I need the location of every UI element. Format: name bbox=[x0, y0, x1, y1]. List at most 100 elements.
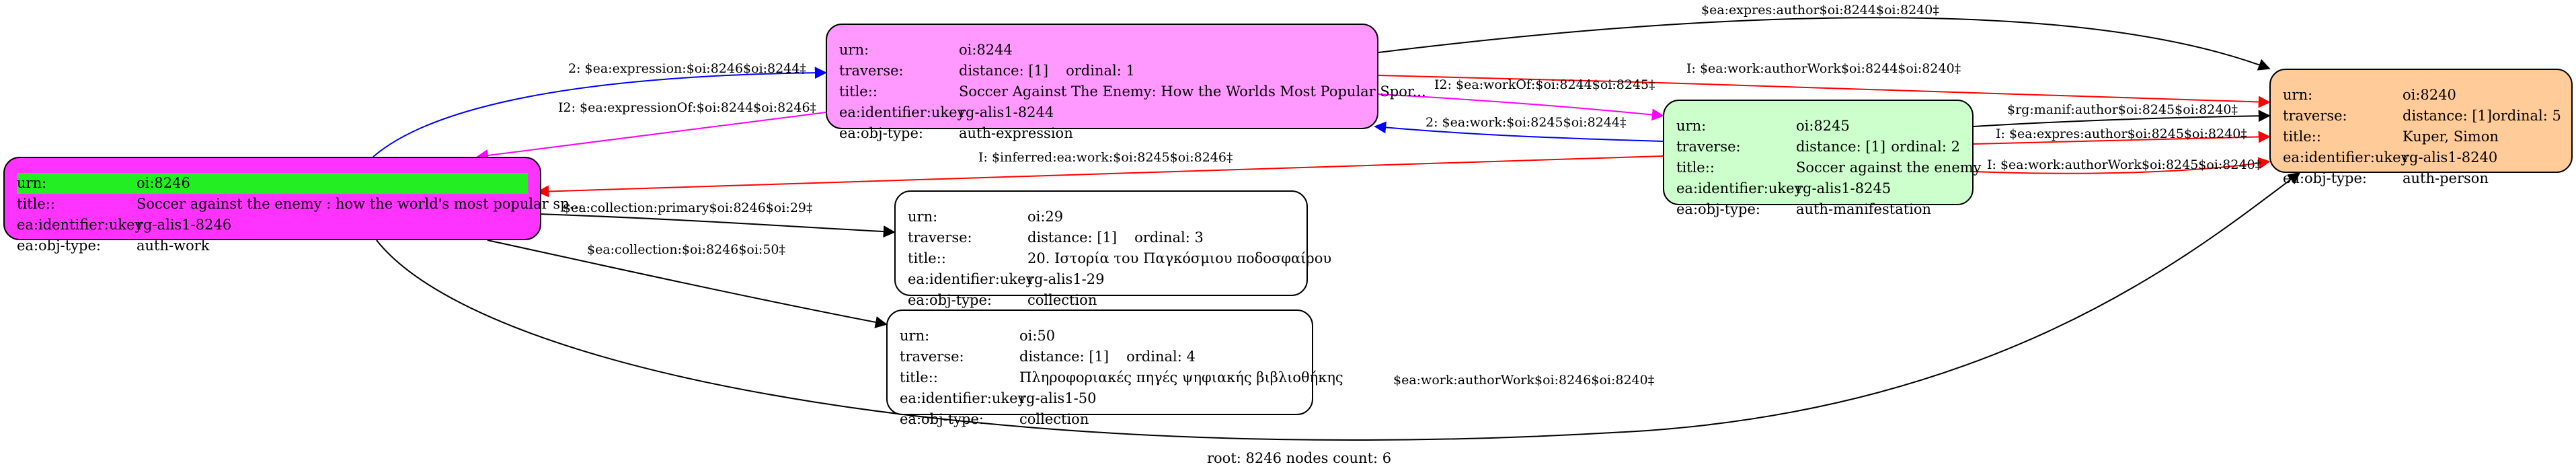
edge-e2 bbox=[1378, 75, 2271, 108]
edge-label-e11: $ea:collection:primary$oi:8246$oi:29‡ bbox=[563, 201, 813, 215]
field-value: oi:8244 bbox=[959, 42, 1013, 58]
edge-e3 bbox=[373, 67, 827, 157]
node-urn-row: urn:oi:29 bbox=[908, 207, 1294, 227]
node-urn-row: urn:oi:8246 bbox=[17, 173, 528, 194]
field-value: Kuper, Simon bbox=[2403, 129, 2499, 145]
edge-label-e12: $ea:collection:$oi:8246$oi:50‡ bbox=[587, 242, 785, 257]
edge-e5 bbox=[1378, 94, 1664, 121]
field-key: title:: bbox=[839, 83, 877, 100]
node-oi-50[interactable]: urn:oi:50 traverse:distance: [1]ordinal:… bbox=[886, 310, 1343, 427]
field-key: ea:obj-type: bbox=[839, 125, 923, 141]
field-key: traverse: bbox=[908, 229, 972, 246]
node-urn-row: urn: oi:8245 bbox=[1676, 116, 1960, 137]
field-value: Soccer Against The Enemy: How the Worlds… bbox=[959, 83, 1426, 100]
field-value: oi:8245 bbox=[1796, 118, 1850, 134]
edge-e13 bbox=[376, 172, 2301, 441]
field-key: ea:identifier:ukey bbox=[908, 271, 1034, 287]
edge-label-e13: $ea:work:authorWork$oi:8246$oi:8240‡ bbox=[1393, 373, 1654, 388]
node-type-row: ea:obj-type:collection bbox=[900, 409, 1300, 430]
field-key: urn: bbox=[1676, 118, 1707, 134]
field-value: oi:50 bbox=[1019, 328, 1056, 344]
field-value: Soccer against the enemy : how the world… bbox=[136, 196, 583, 212]
node-title-row: title::20. Ιστορία του Παγκόσμιου ποδοσφ… bbox=[908, 248, 1331, 269]
field-key: ea:identifier:ukey bbox=[839, 104, 966, 120]
ordinal-value: ordinal: 1 bbox=[1066, 63, 1135, 79]
field-value: rg-alis1-8245 bbox=[1796, 180, 1891, 196]
distance-value: distance: [1] bbox=[959, 63, 1049, 79]
node-oi-8244[interactable]: urn:oi:8244 traverse: distance: [1] ordina… bbox=[826, 24, 1426, 141]
edge-e1 bbox=[1378, 17, 2271, 71]
edge-label-e4: I2: $ea:expressionOf:$oi:8244$oi:8246‡ bbox=[558, 100, 816, 115]
field-key: title:: bbox=[908, 250, 946, 266]
field-key: title:: bbox=[900, 369, 938, 386]
node-oi-29[interactable]: urn:oi:29 traverse: distance: [1] ordinal:… bbox=[894, 190, 1331, 308]
field-key: ea:obj-type: bbox=[17, 238, 101, 254]
field-key: traverse: bbox=[839, 63, 904, 79]
field-key: ea:obj-type: bbox=[908, 292, 992, 308]
field-value: 20. Ιστορία του Παγκόσμιου ποδοσφαίρου bbox=[1027, 250, 1332, 266]
field-value: Soccer against the enemy bbox=[1796, 159, 1982, 176]
node-title-row: title::Kuper, Simon bbox=[2283, 126, 2559, 147]
field-key: urn: bbox=[900, 328, 930, 344]
edge-label-e2: I: $ea:work:authorWork$oi:8244$oi:8240‡ bbox=[1686, 61, 1961, 76]
field-key: traverse: bbox=[1676, 139, 1741, 155]
edge-label-e10: I: $ea:work:authorWork$oi:8245$oi:8240‡ bbox=[1987, 157, 2261, 172]
field-key: ea:obj-type: bbox=[2283, 170, 2367, 186]
distance-value: distance: [1] bbox=[1027, 229, 1118, 246]
edge-label-e3: 2: $ea:expression:$oi:8246$oi:8244‡ bbox=[568, 61, 806, 76]
node-type-row: ea:obj-type: auth-manifestation bbox=[1676, 199, 1960, 220]
distance-value: distance: [1] bbox=[1019, 349, 1109, 365]
field-value: Πληροφοριακές πηγές ψηφιακής βιβλιοθήκης bbox=[1019, 369, 1343, 386]
node-urn-row: urn:oi:8244 bbox=[839, 40, 1365, 61]
node-title-row: title::Soccer against the enemy bbox=[1676, 157, 1982, 178]
ordinal-value: ordinal: 2 bbox=[1891, 139, 1960, 155]
node-oi-8246[interactable]: urn:oi:8246 title::Soccer against the en… bbox=[3, 157, 583, 254]
ordinal-value: ordinal: 5 bbox=[2492, 108, 2561, 124]
field-value: oi:29 bbox=[1027, 209, 1064, 225]
node-type-row: ea:obj-type:collection bbox=[908, 290, 1294, 311]
distance-value: distance: [1] bbox=[2403, 108, 2493, 124]
edge-e4 bbox=[476, 112, 826, 161]
edge-label-e9: I: $ea:expres:author$oi:8245$oi:8240‡ bbox=[1996, 126, 2247, 141]
edge-label-e8: $rg:manif:author$oi:8245$oi:8240‡ bbox=[2007, 102, 2238, 117]
edge-label-e6: 2: $ea:work:$oi:8245$oi:8244‡ bbox=[1426, 115, 1627, 130]
node-urn-row: urn: oi:50 bbox=[900, 326, 1300, 347]
field-value: rg-alis1-8240 bbox=[2403, 149, 2498, 166]
edge-label-e5: I2: $ea:workOf:$oi:8244$oi:8245‡ bbox=[1434, 77, 1655, 92]
node-traverse-row: traverse:distance: [1]ordinal: 4 bbox=[900, 347, 1300, 367]
node-type-row: ea:obj-type: auth-expression bbox=[839, 123, 1365, 144]
field-key: traverse: bbox=[2283, 108, 2347, 124]
field-value: auth-person bbox=[2403, 170, 2489, 186]
field-key: ea:identifier:ukey bbox=[17, 217, 143, 233]
field-value: auth-manifestation bbox=[1796, 201, 1932, 217]
node-urn-row: urn:oi:8240 bbox=[2283, 85, 2559, 106]
field-key: ea:obj-type: bbox=[1676, 201, 1760, 217]
field-value: rg-alis1-8246 bbox=[136, 217, 232, 233]
edge-e8 bbox=[1973, 110, 2271, 127]
field-key: title:: bbox=[2283, 129, 2321, 145]
graph-footer: root: 8246 nodes count: 6 bbox=[1207, 450, 1392, 466]
edge-e11 bbox=[537, 213, 896, 238]
node-title-row: title::Soccer against the enemy : how th… bbox=[17, 194, 583, 215]
edge-label-e1: $ea:expres:author$oi:8244$oi:8240‡ bbox=[1701, 3, 1939, 17]
node-type-row: ea:obj-type: auth-person bbox=[2283, 168, 2559, 189]
node-title-row: title::Πληροφοριακές πηγές ψηφιακής βιβλ… bbox=[900, 367, 1343, 388]
distance-value: distance: [1] bbox=[1796, 139, 1886, 155]
ordinal-value: ordinal: 4 bbox=[1126, 349, 1196, 365]
node-type-row: ea:obj-type:auth-work bbox=[17, 235, 528, 256]
field-key: ea:identifier:ukey bbox=[2283, 149, 2409, 166]
edge-e9 bbox=[1973, 131, 2271, 145]
field-key: title:: bbox=[1676, 159, 1715, 176]
ordinal-value: ordinal: 3 bbox=[1134, 229, 1204, 246]
node-oi-8240[interactable]: urn:oi:8240 traverse: distance: [1]ordina… bbox=[2269, 69, 2573, 186]
edge-e10 bbox=[1973, 157, 2271, 174]
node-oi-8245[interactable]: urn: oi:8245 traverse: distance: [1] ordina… bbox=[1663, 100, 1982, 217]
field-value: auth-expression bbox=[959, 125, 1073, 141]
